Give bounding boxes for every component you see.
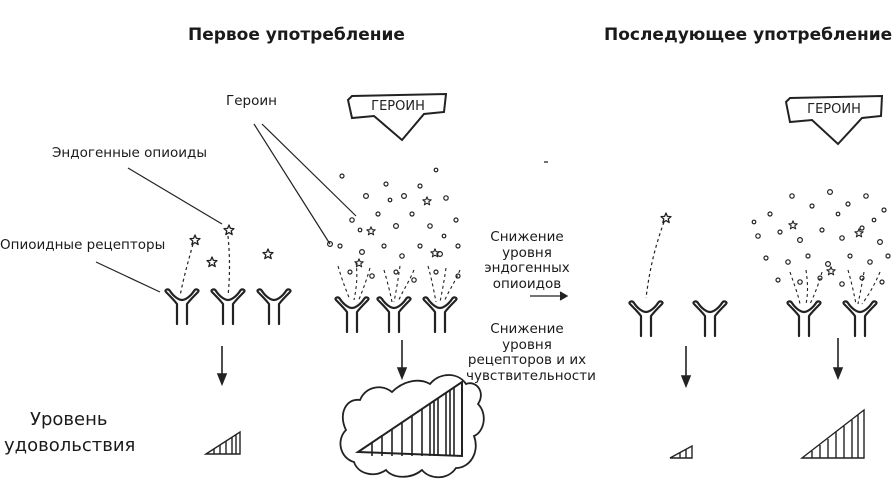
- decrease-endogenous-line1: Снижение уровня: [490, 229, 564, 261]
- subsequent-use-heading: Последующее употребление: [604, 25, 893, 45]
- decrease-endogenous-text: Снижение уровня эндогенных опиоидов: [466, 229, 588, 292]
- receptor: [256, 288, 292, 326]
- pleasure-level-label-line2: удовольствия: [4, 435, 136, 456]
- receptors-first-endogenous: [164, 288, 292, 326]
- opioid-star: [660, 212, 672, 224]
- decrease-endogenous-line2: эндогенных: [484, 260, 570, 277]
- decrease-receptors-line2: рецепторов и их: [467, 352, 587, 369]
- first-use-heading: Первое употребление: [188, 25, 405, 45]
- receptor: [210, 288, 246, 326]
- receptor: [628, 300, 664, 338]
- heroin-stars-subsequent: [788, 220, 864, 276]
- down-arrows: [216, 338, 844, 389]
- decrease-receptors-line3: чувствительности: [466, 367, 596, 384]
- endogenous-opioids-first: [179, 224, 274, 297]
- decrease-receptors-text: Снижение уровня рецепторов и их чувствит…: [466, 321, 596, 384]
- opioid-star: [223, 224, 235, 236]
- heroin-molecules-first: [327, 167, 461, 283]
- opioid-star: [788, 220, 798, 230]
- heroin-paths-subsequent: [789, 269, 881, 305]
- receptors-subsequent-heroin: [786, 300, 878, 338]
- heroin-arrow-1-text: ГЕРОИН: [371, 99, 425, 114]
- endogenous-opioids-subsequent: [628, 212, 728, 338]
- endogenous-opioids-label: Эндогенные опиоиды: [52, 145, 208, 161]
- receptors-first-heroin: [334, 296, 458, 334]
- receptor: [164, 288, 200, 326]
- pleasure-medium-subsequent: [799, 408, 865, 459]
- receptor: [692, 300, 728, 338]
- receptor: [842, 300, 878, 338]
- opioid-star: [206, 256, 218, 268]
- opioid-star: [422, 196, 432, 206]
- heroin-arrow-2: ГЕРОИН: [784, 94, 884, 146]
- decrease-receptors-line1: Снижение уровня: [490, 321, 564, 353]
- pleasure-tiny-subsequent: [669, 444, 693, 459]
- receptor: [422, 296, 458, 334]
- opioid-star: [262, 248, 274, 260]
- decrease-endogenous-line3: опиоидов: [492, 275, 562, 292]
- leader-lines: [95, 123, 357, 293]
- pleasure-large-first: [339, 374, 485, 479]
- opioid-receptors-label: Опиоидные рецепторы: [0, 237, 166, 253]
- opioid-star: [189, 234, 201, 246]
- receptor: [376, 296, 412, 334]
- pleasure-level-label-line1: Уровень: [30, 409, 108, 430]
- opioid-star: [826, 266, 836, 276]
- pleasure-small-first: [203, 430, 241, 455]
- receptor: [786, 300, 822, 338]
- heroin-paths-first: [337, 261, 461, 303]
- opioid-star: [366, 226, 376, 236]
- heroin-stars-first: [354, 196, 440, 268]
- middle-arrows: [530, 161, 569, 301]
- heroin-molecules-subsequent: [751, 189, 891, 287]
- heroin-arrow-2-text: ГЕРОИН: [807, 102, 861, 117]
- heroin-label: Героин: [226, 93, 277, 109]
- receptor: [334, 296, 370, 334]
- heroin-arrow-1: ГЕРОИН: [346, 92, 448, 142]
